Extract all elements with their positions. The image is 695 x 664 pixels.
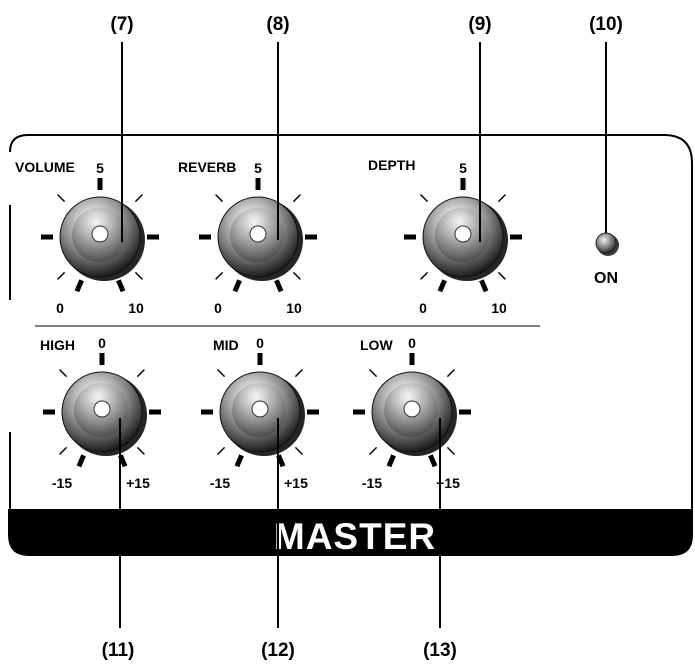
- scale-label-max: +15: [436, 475, 460, 491]
- callout-13: (13): [423, 640, 457, 661]
- callout-7: (7): [110, 14, 133, 35]
- scale-label-mid: 0: [98, 335, 106, 351]
- scale-label-max: 10: [491, 300, 507, 316]
- knob-indicator: [403, 400, 421, 418]
- tick-mark: [134, 271, 143, 280]
- tick-mark: [294, 446, 303, 455]
- tick-mark: [386, 454, 396, 468]
- knob-label-mid: MID: [213, 337, 239, 353]
- title-bar: [8, 509, 693, 556]
- knob-high: HIGH 0 -15 +15: [40, 335, 161, 491]
- tick-mark: [446, 369, 455, 378]
- tick-mark: [292, 194, 301, 203]
- tick-mark: [116, 279, 126, 293]
- panel-title: MASTER: [274, 516, 436, 557]
- tick-mark: [59, 369, 68, 378]
- led-indicator: [595, 232, 617, 254]
- tick-mark: [232, 279, 242, 293]
- scale-label-max: +15: [284, 475, 308, 491]
- panel-outline: [9, 134, 693, 512]
- knob-indicator: [91, 225, 109, 243]
- tick-mark: [57, 271, 66, 280]
- tick-mark: [136, 446, 145, 455]
- scale-label-max: 10: [286, 300, 302, 316]
- knob-label-depth: DEPTH: [368, 157, 415, 173]
- tick-mark: [292, 271, 301, 280]
- tick-mark: [57, 194, 66, 203]
- tick-mark: [234, 454, 244, 468]
- callout-9: (9): [468, 14, 491, 35]
- scale-label-min: 0: [214, 300, 222, 316]
- knob-depth: DEPTH 5 0 10: [368, 157, 522, 316]
- callout-10: (10): [589, 14, 623, 35]
- callout-11: (11): [102, 640, 135, 661]
- led-label: ON: [594, 270, 618, 287]
- knob-label-reverb: REVERB: [178, 159, 236, 175]
- tick-mark: [274, 279, 284, 293]
- tick-mark: [59, 446, 68, 455]
- knob-volume: VOLUME 5 0 10: [15, 159, 159, 316]
- scale-label-min: -15: [210, 475, 230, 491]
- knob-indicator: [454, 225, 472, 243]
- scale-label-min: 0: [419, 300, 427, 316]
- tick-mark: [420, 271, 429, 280]
- scale-label-min: -15: [52, 475, 72, 491]
- scale-label-mid: 0: [256, 335, 264, 351]
- tick-mark: [217, 369, 226, 378]
- tick-mark: [215, 194, 224, 203]
- knob-indicator: [251, 400, 269, 418]
- scale-label-mid: 5: [459, 160, 467, 176]
- tick-mark: [446, 446, 455, 455]
- callout-12: (12): [261, 640, 295, 661]
- knob-label-low: LOW: [360, 337, 393, 353]
- tick-mark: [76, 454, 86, 468]
- tick-mark: [134, 194, 143, 203]
- tick-mark: [215, 271, 224, 280]
- knob-reverb: REVERB 5 0 10: [178, 159, 317, 316]
- tick-mark: [136, 369, 145, 378]
- callout-8: (8): [266, 14, 289, 35]
- scale-label-min: 0: [56, 300, 64, 316]
- scale-label-mid: 5: [254, 160, 262, 176]
- tick-mark: [369, 369, 378, 378]
- knob-indicator: [93, 400, 111, 418]
- tick-mark: [420, 194, 429, 203]
- scale-label-min: -15: [362, 475, 382, 491]
- tick-mark: [276, 454, 286, 468]
- knob-mid: MID 0 -15 +15: [201, 335, 319, 491]
- scale-label-mid: 0: [408, 335, 416, 351]
- tick-mark: [294, 369, 303, 378]
- tick-mark: [428, 454, 438, 468]
- tick-mark: [497, 194, 506, 203]
- tick-mark: [74, 279, 84, 293]
- tick-mark: [479, 279, 489, 293]
- scale-label-max: +15: [126, 475, 150, 491]
- knob-indicator: [249, 225, 267, 243]
- knob-label-volume: VOLUME: [15, 159, 75, 175]
- tick-mark: [118, 454, 128, 468]
- tick-mark: [217, 446, 226, 455]
- knob-low: LOW 0 -15 +15: [353, 335, 471, 491]
- knob-label-high: HIGH: [40, 337, 75, 353]
- tick-mark: [497, 271, 506, 280]
- scale-label-max: 10: [128, 300, 144, 316]
- tick-mark: [369, 446, 378, 455]
- scale-label-mid: 5: [96, 160, 104, 176]
- tick-mark: [437, 279, 447, 293]
